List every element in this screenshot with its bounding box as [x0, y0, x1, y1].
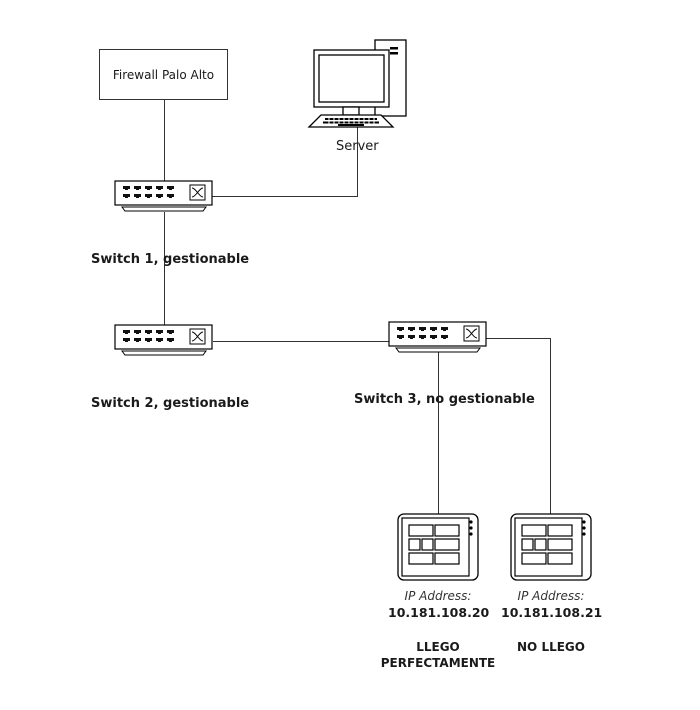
device1-terminal-icon[interactable] [396, 512, 482, 582]
device1-status-line-1: LLEGO [416, 640, 460, 654]
device1-ip-caption: IP Address: [404, 589, 472, 603]
device2-terminal-icon[interactable] [509, 512, 595, 582]
switch3-icon[interactable] [388, 321, 488, 355]
device1-ip-address: 10.181.108.20 [388, 605, 490, 620]
firewall-node[interactable]: Firewall Palo Alto [99, 49, 228, 100]
device2-status: NO LLEGO [491, 639, 611, 655]
switch-crossover-icon [189, 328, 206, 345]
firewall-label: Firewall Palo Alto [112, 67, 215, 82]
device1-status: LLEGO PERFECTAMENTE [378, 639, 498, 671]
device2-ip-address: 10.181.108.21 [501, 605, 603, 620]
device2-ip-caption: IP Address: [517, 589, 585, 603]
server-icon[interactable] [305, 38, 410, 133]
switch1-icon[interactable] [114, 180, 214, 214]
device2-status-line-1: NO LLEGO [517, 640, 585, 654]
server-label: Server [336, 139, 379, 154]
link-server-switch1 [194, 125, 358, 197]
device1-status-line-2: PERFECTAMENTE [380, 656, 496, 670]
switch2-icon[interactable] [114, 324, 214, 358]
switch-crossover-icon [463, 325, 480, 342]
switch2-label: Switch 2, gestionable [91, 396, 250, 411]
switch-crossover-icon [189, 184, 206, 201]
switch3-label: Switch 3, no gestionable [354, 392, 535, 407]
link-switch3-device2 [486, 338, 551, 552]
switch1-label: Switch 1, gestionable [91, 252, 250, 267]
